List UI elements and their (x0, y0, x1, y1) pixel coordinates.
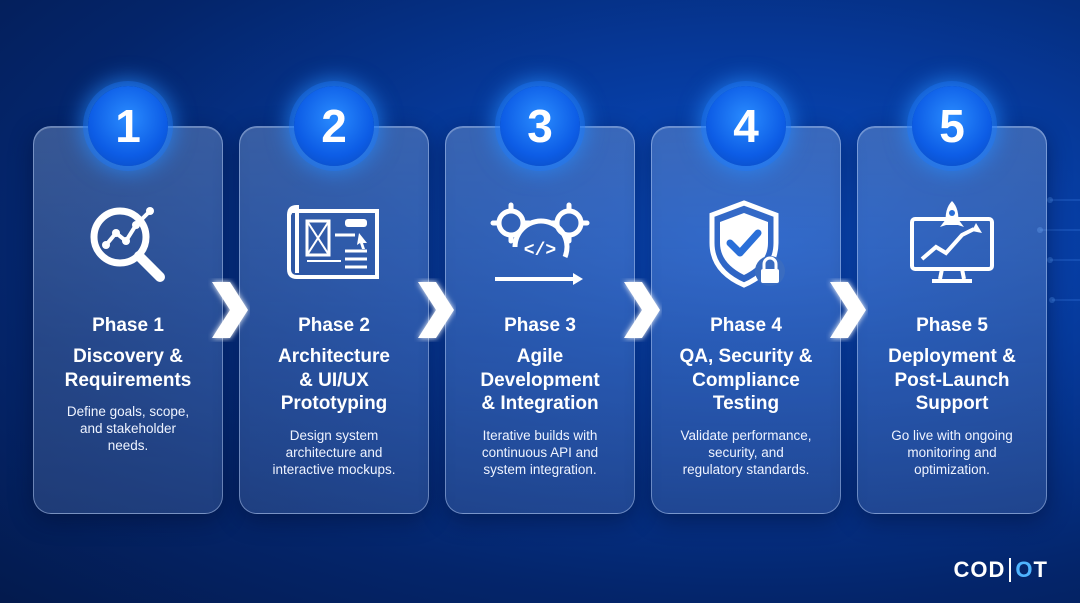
phase-card-1: Phase 1 Discovery & Requirements Define … (33, 126, 223, 514)
phase-number-badge-1: 1 (88, 86, 168, 166)
phase-card-3: </> Phase 3 Agile Development & Integrat… (445, 126, 635, 514)
phase-number-badge-3: 3 (500, 86, 580, 166)
chevron-right-icon (212, 282, 248, 338)
phase-title: Discovery & Requirements (64, 346, 192, 391)
phase-description: Define goals, scope, and stakeholder nee… (66, 404, 190, 453)
phase-title: Deployment & Post-Launch Support (888, 346, 1016, 414)
blueprint-icon (240, 195, 428, 295)
phase-number-badge-4: 4 (706, 86, 786, 166)
phase-card-4: Phase 4 QA, Security & Compliance Testin… (651, 126, 841, 514)
phase-card-5: Phase 5 Deployment & Post-Launch Support… (857, 126, 1047, 514)
phase-label: Phase 3 (504, 315, 576, 336)
phase-label: Phase 2 (298, 315, 370, 336)
gears-code-icon: </> (446, 195, 634, 295)
phase-card-2: Phase 2 Architecture & UI/UX Prototyping… (239, 126, 429, 514)
chevron-right-icon (624, 282, 660, 338)
phase-description: Design system architecture and interacti… (272, 428, 396, 477)
phase-description: Validate performance, security, and regu… (680, 428, 812, 477)
shield-check-lock-icon (652, 195, 840, 295)
phase-title: Agile Development & Integration (480, 346, 600, 414)
phase-title: Architecture & UI/UX Prototyping (278, 346, 390, 414)
chevron-right-icon (418, 282, 454, 338)
phase-label: Phase 4 (710, 315, 782, 336)
phase-description: Go live with ongoing monitoring and opti… (891, 428, 1013, 477)
phase-title: QA, Security & Compliance Testing (679, 346, 813, 414)
phase-number-badge-5: 5 (912, 86, 992, 166)
monitor-rocket-icon (858, 195, 1046, 295)
svg-text:</>: </> (524, 241, 556, 261)
magnifier-chart-icon (34, 195, 222, 295)
phase-label: Phase 5 (916, 315, 988, 336)
phase-number-badge-2: 2 (294, 86, 374, 166)
phase-description: Iterative builds with continuous API and… (481, 428, 599, 477)
chevron-right-icon (830, 282, 866, 338)
phase-label: Phase 1 (92, 315, 164, 336)
